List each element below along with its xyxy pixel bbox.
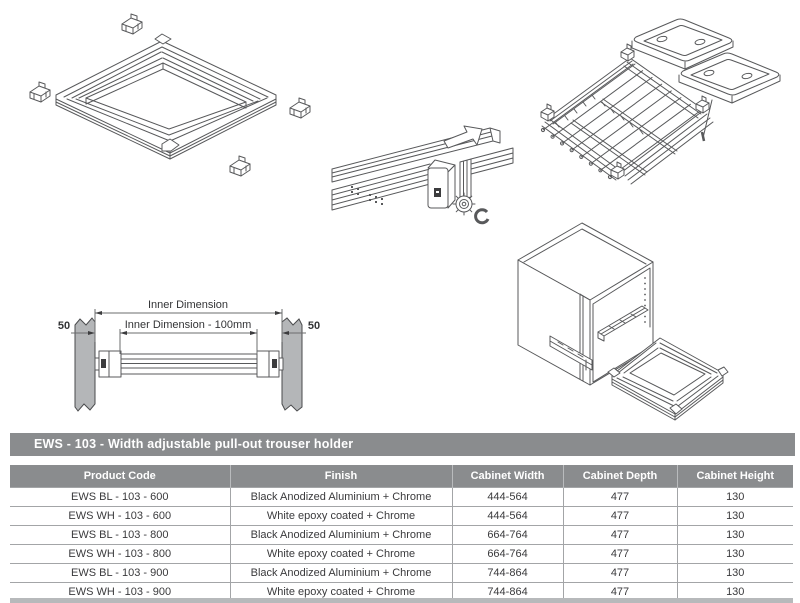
locking-knob-icon xyxy=(452,192,476,216)
table-cell: 477 xyxy=(562,487,677,507)
section-title-bar: EWS - 103 - Width adjustable pull-out tr… xyxy=(10,433,795,456)
table-cell: 130 xyxy=(676,487,793,507)
column-header: Cabinet Width xyxy=(451,465,563,488)
corner-connector xyxy=(161,138,180,152)
dim-arrow xyxy=(282,331,289,335)
table-cell: EWS BL - 103 - 800 xyxy=(10,525,230,545)
table-cell: 130 xyxy=(676,544,793,564)
column-header: Cabinet Depth xyxy=(562,465,677,488)
table-cell: 477 xyxy=(562,582,677,602)
cross-bars xyxy=(570,98,678,176)
corner-clip-icon xyxy=(610,161,625,180)
bottom-section-bar xyxy=(10,598,793,603)
upper-rail xyxy=(331,127,501,183)
c-clip-icon xyxy=(474,208,490,225)
table-cell: 477 xyxy=(562,506,677,526)
corner-bracket-icon xyxy=(229,155,251,177)
dim-arrow xyxy=(275,311,282,315)
inner-dimension-label: Inner Dimension xyxy=(148,299,228,311)
column-header: Finish xyxy=(229,465,452,488)
table-cell: EWS WH - 103 - 900 xyxy=(10,582,230,602)
pin-holes xyxy=(644,277,646,323)
dim-arrow xyxy=(95,311,102,315)
table-cell: 664-764 xyxy=(451,525,563,545)
rail-end-cap xyxy=(427,159,456,209)
hanger-rods xyxy=(540,63,701,180)
trouser-rack-drawing xyxy=(540,18,781,185)
right-rail xyxy=(470,147,514,175)
inner-dimension-minus-line xyxy=(119,329,258,354)
table-cell: 477 xyxy=(562,544,677,564)
column-header: Cabinet Height xyxy=(676,465,793,488)
table-cell: Black Anodized Aluminium + Chrome xyxy=(229,563,452,583)
offset-right-value: 50 xyxy=(308,320,320,332)
inner-dimension-minus-label: Inner Dimension - 100mm xyxy=(125,319,252,331)
inner-dimension-line xyxy=(94,309,283,342)
table-cell: Black Anodized Aluminium + Chrome xyxy=(229,487,452,507)
fixing-pin xyxy=(700,99,713,142)
corner-clip-icon xyxy=(695,95,710,114)
side-panel-right xyxy=(281,317,303,412)
cabinet-installation-drawing xyxy=(517,222,729,421)
offset-left-value: 50 xyxy=(58,320,70,332)
table-cell: 664-764 xyxy=(451,544,563,564)
table-cell: 477 xyxy=(562,563,677,583)
dimension-diagram: Inner Dimension Inner Dimension - 100mm … xyxy=(58,299,320,412)
table-cell: 130 xyxy=(676,563,793,583)
corner-bracket-icon xyxy=(289,97,311,119)
slide-arrow-icon xyxy=(443,125,483,149)
lower-rail xyxy=(331,163,431,211)
table-cell: 130 xyxy=(676,506,793,526)
table-cell: 130 xyxy=(676,582,793,602)
table-cell: EWS WH - 103 - 800 xyxy=(10,544,230,564)
dim-arrow xyxy=(120,331,127,335)
side-panel-left xyxy=(74,317,96,412)
rail-connector-drawing xyxy=(331,125,514,225)
section-title: EWS - 103 - Width adjustable pull-out tr… xyxy=(34,437,354,451)
table-cell: EWS BL - 103 - 900 xyxy=(10,563,230,583)
slide-rail-mounted xyxy=(597,305,649,342)
dim-arrow xyxy=(250,331,257,335)
corner-bracket-icon xyxy=(29,81,51,103)
table-cell: 444-564 xyxy=(451,506,563,526)
table-cell: White epoxy coated + Chrome xyxy=(229,544,452,564)
table-cell: 130 xyxy=(676,525,793,545)
slide-rail-detached xyxy=(549,335,593,371)
corner-bracket-icon xyxy=(121,13,143,35)
corner-clip-icon xyxy=(540,103,555,122)
table-cell: White epoxy coated + Chrome xyxy=(229,506,452,526)
column-header: Product Code xyxy=(10,465,230,488)
mounting-tray-icon xyxy=(678,52,781,104)
telescopic-rail xyxy=(94,350,284,378)
adjustable-frame xyxy=(55,33,277,160)
table-cell: White epoxy coated + Chrome xyxy=(229,582,452,602)
table-cell: 477 xyxy=(562,525,677,545)
table-cell: Black Anodized Aluminium + Chrome xyxy=(229,525,452,545)
table-cell: EWS WH - 103 - 600 xyxy=(10,506,230,526)
corner-connector xyxy=(154,33,172,45)
dim-arrow xyxy=(88,331,95,335)
pull-out-frame xyxy=(607,337,729,421)
table-cell: EWS BL - 103 - 600 xyxy=(10,487,230,507)
rail-sleeve xyxy=(459,158,472,201)
table-cell: 744-864 xyxy=(451,563,563,583)
rail-holes xyxy=(351,186,383,205)
frame-exploded-drawing xyxy=(29,13,311,177)
table-cell: 444-564 xyxy=(451,487,563,507)
table-cell: 744-864 xyxy=(451,582,563,602)
